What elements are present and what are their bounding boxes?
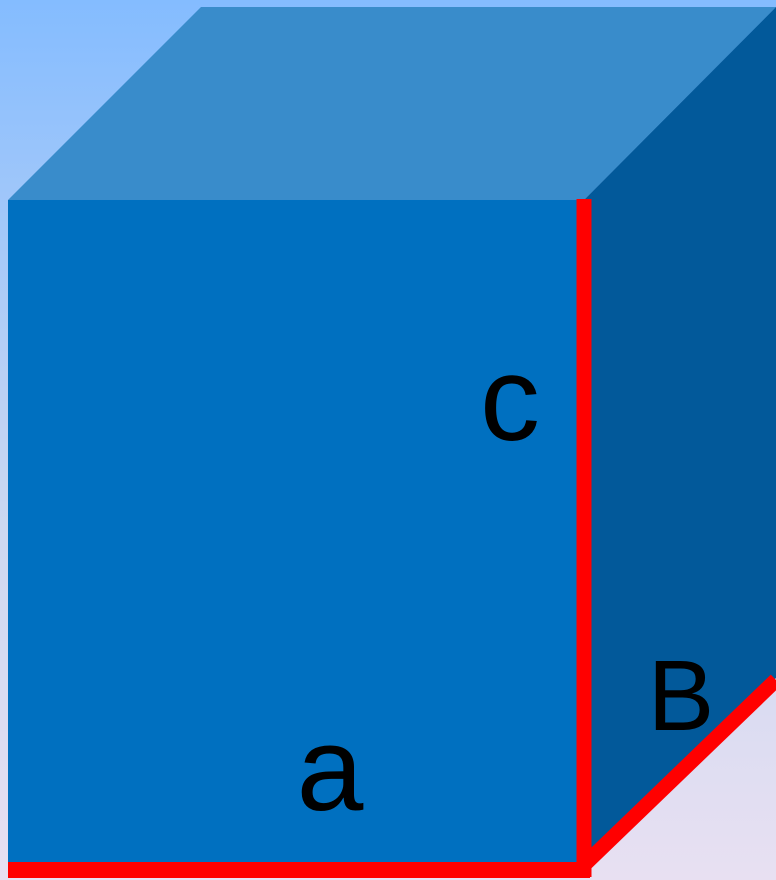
label-a: a bbox=[297, 702, 364, 836]
edge-b bbox=[578, 674, 776, 871]
top-face bbox=[8, 7, 776, 200]
label-b: B bbox=[648, 640, 715, 752]
side-face bbox=[584, 7, 776, 868]
label-c: c bbox=[480, 332, 540, 466]
front-face bbox=[8, 200, 584, 868]
